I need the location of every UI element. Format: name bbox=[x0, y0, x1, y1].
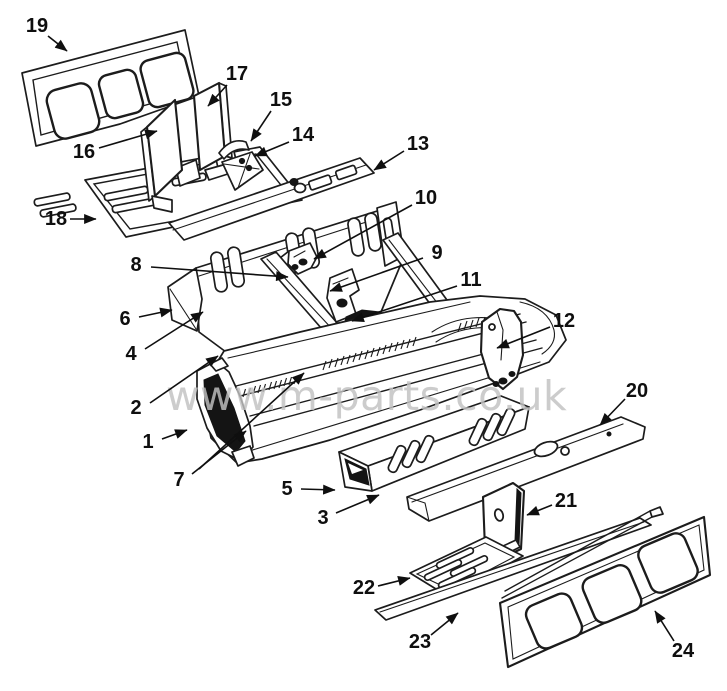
callout-3: 3 bbox=[317, 494, 380, 529]
callout-17: 17 bbox=[207, 63, 248, 107]
callout-21: 21 bbox=[526, 490, 577, 516]
callout-arrow-16 bbox=[98, 129, 158, 149]
part-number-21: 21 bbox=[555, 490, 577, 512]
part-number-8: 8 bbox=[130, 254, 141, 276]
callout-8: 8 bbox=[130, 254, 289, 282]
part-13 bbox=[168, 157, 375, 241]
part-number-18: 18 bbox=[45, 208, 67, 230]
callout-arrow-8 bbox=[150, 266, 289, 282]
callout-arrow-20 bbox=[599, 398, 626, 426]
callout-9: 9 bbox=[329, 242, 443, 292]
callout-6: 6 bbox=[119, 307, 173, 330]
callout-arrow-13 bbox=[373, 150, 405, 171]
part-number-5: 5 bbox=[281, 478, 292, 500]
callout-19: 19 bbox=[26, 15, 68, 52]
part-number-10: 10 bbox=[415, 187, 437, 209]
part-number-6: 6 bbox=[119, 308, 130, 330]
callout-arrow-17 bbox=[207, 84, 228, 107]
part-15 bbox=[218, 139, 250, 160]
callout-arrow-11 bbox=[351, 285, 458, 322]
callout-16: 16 bbox=[73, 129, 158, 163]
callout-23: 23 bbox=[409, 612, 459, 653]
callout-arrow-9 bbox=[329, 257, 424, 292]
callout-arrow-4 bbox=[144, 311, 204, 350]
callout-15: 15 bbox=[250, 89, 292, 142]
part-22 bbox=[409, 536, 524, 598]
part-number-17: 17 bbox=[226, 63, 248, 85]
callout-arrow-12 bbox=[496, 326, 551, 349]
part-number-14: 14 bbox=[292, 124, 315, 146]
part-number-15: 15 bbox=[270, 89, 292, 111]
part-number-11: 11 bbox=[460, 269, 481, 291]
part-number-2: 2 bbox=[130, 397, 141, 419]
part-number-24: 24 bbox=[672, 640, 695, 662]
callout-arrow-1 bbox=[161, 429, 188, 440]
callout-4: 4 bbox=[125, 311, 204, 365]
callout-20: 20 bbox=[599, 380, 648, 426]
callout-arrow-22 bbox=[377, 576, 411, 587]
callout-11: 11 bbox=[351, 269, 482, 322]
part-number-3: 3 bbox=[317, 507, 328, 529]
part-24 bbox=[498, 506, 712, 669]
part-9 bbox=[326, 268, 360, 323]
callout-arrow-14 bbox=[254, 141, 290, 157]
callout-arrow-5 bbox=[300, 484, 336, 495]
callout-2: 2 bbox=[130, 355, 219, 419]
part-number-22: 22 bbox=[353, 577, 375, 599]
part-20 bbox=[406, 416, 646, 522]
part-number-19: 19 bbox=[26, 15, 48, 37]
part-number-16: 16 bbox=[73, 141, 95, 163]
part-number-7: 7 bbox=[173, 469, 184, 491]
part-number-13: 13 bbox=[407, 133, 429, 155]
part-19 bbox=[21, 29, 200, 147]
callout-arrow-2 bbox=[149, 355, 219, 404]
callout-24: 24 bbox=[654, 610, 695, 662]
callout-12: 12 bbox=[496, 310, 575, 349]
part-3 bbox=[338, 395, 530, 492]
callout-18: 18 bbox=[45, 208, 97, 230]
callout-arrow-15 bbox=[250, 110, 272, 142]
callout-arrow-10 bbox=[313, 204, 413, 260]
part-number-20: 20 bbox=[626, 380, 648, 402]
part-23 bbox=[374, 517, 652, 621]
part-16 bbox=[140, 98, 184, 213]
part-10 bbox=[279, 242, 318, 275]
part-12 bbox=[479, 307, 525, 391]
callout-arrow-23 bbox=[430, 612, 459, 636]
part-number-9: 9 bbox=[431, 242, 442, 264]
part-number-4: 4 bbox=[125, 343, 137, 365]
callout-5: 5 bbox=[281, 478, 336, 500]
callout-arrow-3 bbox=[335, 494, 380, 514]
callout-arrow-24 bbox=[654, 610, 675, 642]
part-number-1: 1 bbox=[142, 431, 153, 453]
callout-14: 14 bbox=[254, 124, 315, 157]
part-number-12: 12 bbox=[553, 310, 575, 332]
part-14 bbox=[221, 151, 264, 191]
callout-arrow-7 bbox=[198, 372, 305, 470]
callout-arrow-21 bbox=[526, 504, 553, 516]
callout-arrow-6 bbox=[138, 307, 173, 318]
callout-22: 22 bbox=[353, 576, 411, 599]
callout-arrow-19 bbox=[47, 35, 68, 52]
callout-13: 13 bbox=[373, 133, 429, 171]
callout-1: 1 bbox=[142, 429, 188, 453]
part-number-23: 23 bbox=[409, 631, 431, 653]
callout-10: 10 bbox=[313, 187, 437, 260]
callout-7: 7 bbox=[173, 372, 305, 491]
